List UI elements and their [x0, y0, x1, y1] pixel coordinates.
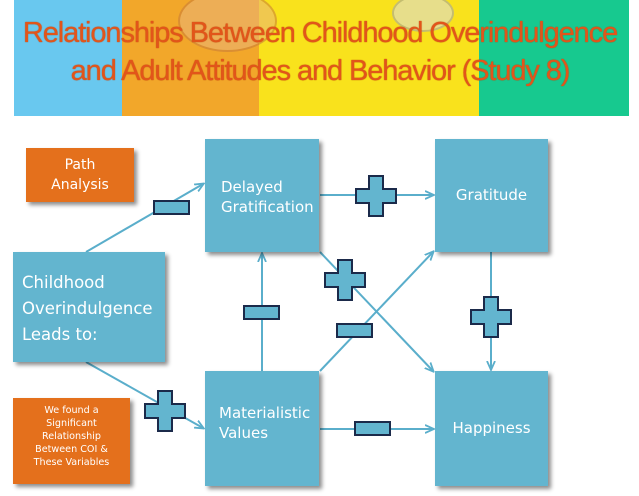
path-analysis-label: Path Analysis [26, 148, 134, 202]
banner-band-blue [14, 0, 122, 116]
childhood-line-3: Leads to: [22, 325, 98, 344]
plus-sign-delayed-gratitude [355, 175, 397, 217]
arrow-childhood-to-delayed [85, 184, 203, 253]
node-happiness: Happiness [435, 371, 548, 486]
banner-band-green [479, 0, 629, 116]
childhood-line-1: Childhood [22, 273, 105, 292]
found-line-3: Relationship [42, 431, 101, 442]
baby-image [392, 0, 454, 32]
child-face-image [178, 0, 277, 52]
plus-sign-gratitude-happiness [470, 296, 512, 338]
found-line-5: These Variables [33, 457, 110, 468]
found-line-4: Between COI & [35, 444, 108, 455]
arrow-materialistic-to-gratitude [319, 252, 433, 372]
found-line-1: We found a [44, 405, 99, 416]
minus-sign-materialistic-gratitude [336, 323, 373, 338]
node-delayed-gratification: Delayed Gratification [205, 139, 319, 252]
finding-note: We found a Significant Relationship Betw… [13, 398, 130, 484]
path-analysis-line-2: Analysis [51, 177, 109, 193]
node-materialistic-values: Materialistic Values [205, 371, 319, 486]
found-line-2: Significant [46, 418, 97, 429]
minus-sign-materialistic-delayed [243, 305, 280, 320]
minus-sign-childhood-delayed [153, 200, 190, 215]
node-childhood-overindulgence: Childhood Overindulgence Leads to: [13, 252, 165, 362]
title-banner: Relationships Between Childhood Overindu… [0, 0, 639, 116]
delayed-line-2: Gratification [221, 198, 314, 216]
plus-sign-delayed-happiness [324, 259, 366, 301]
title-line-1: Relationships Between Childhood Overindu… [22, 17, 618, 49]
plus-sign-childhood-materialistic [144, 390, 186, 432]
title-line-2: and Adult Attitudes and Behavior (Study … [70, 55, 571, 87]
slide-title: Relationships Between Childhood Overindu… [10, 14, 630, 90]
materialistic-line-2: Values [219, 424, 269, 442]
node-gratitude: Gratitude [435, 139, 548, 252]
minus-sign-materialistic-happiness [354, 421, 391, 436]
delayed-line-1: Delayed [221, 178, 283, 196]
childhood-line-2: Overindulgence [22, 299, 153, 318]
materialistic-line-1: Materialistic [219, 404, 311, 422]
path-analysis-line-1: Path [64, 157, 96, 173]
